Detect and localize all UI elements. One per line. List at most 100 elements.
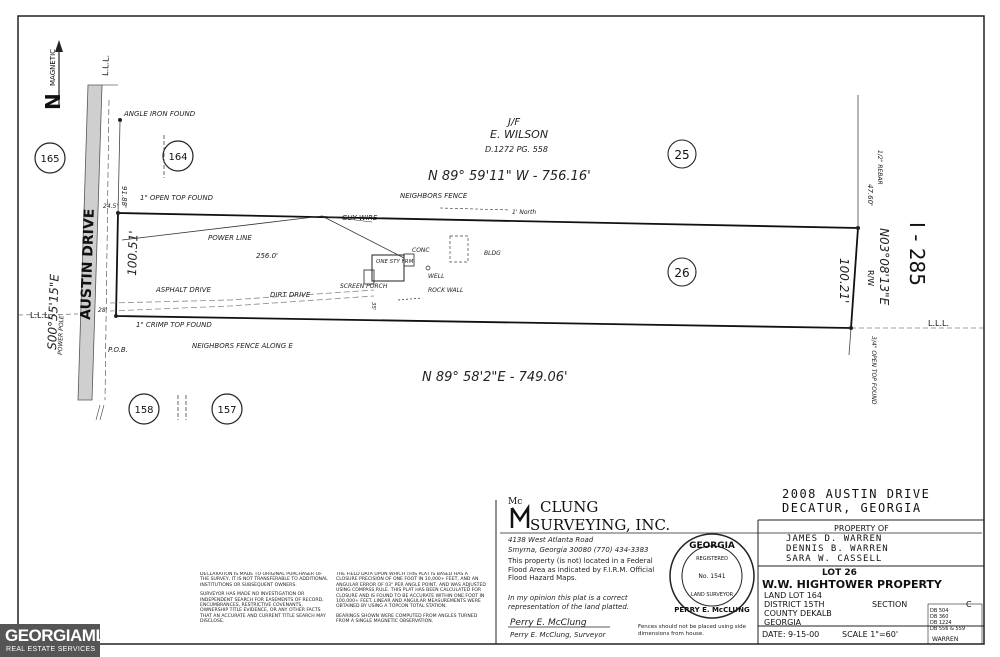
district-label: DISTRICT 15TH [764, 600, 825, 609]
south-line-bearing: N 89° 58'2"E - 749.06' [422, 370, 568, 385]
svg-text:CLUNG: CLUNG [540, 498, 598, 516]
open-top-label: 1" OPEN TOP FOUND [140, 194, 214, 202]
road-lll-left: L.L.L. [30, 311, 51, 320]
screen-porch-label: SCREEN PORCH [340, 283, 388, 290]
surveyor-seal: GEORGIA REGISTERED No. 1541 LAND SURVEYO… [669, 533, 755, 619]
svg-text:164: 164 [168, 152, 187, 163]
surveyor-signer: Perry E. McClung, Surveyor [510, 631, 607, 639]
sheet-border [17, 15, 985, 645]
screen-porch [363, 269, 375, 285]
svg-text:SURVEYING, INC.: SURVEYING, INC. [530, 516, 670, 534]
owner-1: JAMES D. WARREN [786, 534, 882, 544]
address-line-1: 2008 AUSTIN DRIVE [782, 487, 930, 501]
fences-note: Fences should not be placed using side d… [638, 624, 746, 637]
svg-text:25: 25 [674, 148, 689, 162]
dist-28-label: 28' [98, 307, 108, 314]
road-bearing: S00°55'15"E [45, 273, 62, 350]
ref-2: DB 360 [930, 614, 948, 620]
section-label: SECTION [872, 600, 907, 609]
neighbors-fence-along-label: NEIGHBORS FENCE ALONG E [192, 342, 293, 350]
state-label: GEORGIA [764, 618, 802, 627]
land-lot-165: 165 [34, 142, 66, 174]
scale-label: SCALE 1"=60' [842, 630, 898, 639]
dist-47-label: 47.60' [866, 184, 874, 206]
neighbors-fence-label: NEIGHBORS FENCE [400, 192, 468, 200]
owner-2: DENNIS B. WARREN [786, 544, 889, 554]
rock-wall-label: ROCK WALL [428, 287, 463, 294]
lot-26-boundary [115, 212, 859, 329]
north-1-label: 1' North [512, 209, 536, 216]
road-name: AUSTIN DRIVE [78, 208, 98, 320]
svg-text:165: 165 [40, 154, 59, 165]
austin-drive-road: AUSTIN DRIVE S00°55'15"E L.L.L. L.L.L. [17, 55, 118, 421]
road-lll-top: L.L.L. [101, 55, 111, 76]
north-arrow: N MAGNETIC [41, 40, 65, 110]
land-lot-157: 157 [211, 393, 243, 425]
north-sub-label: MAGNETIC [49, 49, 57, 86]
svg-text:GEORGIA: GEORGIA [689, 541, 735, 551]
conc-label: CONC [412, 247, 430, 254]
north-label: N [41, 93, 65, 110]
ref-1: DB 504 [930, 608, 948, 614]
county-label: COUNTY DEKALB [764, 609, 832, 618]
job-label: WARREN [932, 636, 958, 643]
address-line-2: DECATUR, GEORGIA [782, 501, 922, 515]
outbuilding [449, 235, 469, 263]
mls-watermark: GEORGIAMLS REAL ESTATE SERVICES [0, 624, 117, 657]
interstate-rw: R/W [866, 270, 875, 286]
surveyor-city: Smyrna, Georgia 30080 (770) 434-3383 [508, 546, 649, 554]
asphalt-drive-label: ASPHALT DRIVE [155, 286, 212, 294]
note-left-1: DECLARATION IS MADE TO ORIGINAL PURCHASE… [200, 572, 328, 588]
svg-text:LAND SURVEYOR: LAND SURVEYOR [691, 592, 734, 598]
east-line-dist: 100.21' [837, 258, 851, 303]
land-lot-164: 164 [162, 140, 194, 172]
land-lot-158: 158 [128, 393, 160, 425]
west-line-dist: 100.51' [125, 230, 141, 276]
notes-left: DECLARATION IS MADE TO ORIGINAL PURCHASE… [200, 572, 328, 624]
dist-245-label: 24.5' [103, 203, 118, 210]
well-label: WELL [428, 273, 444, 280]
svg-text:REGISTERED: REGISTERED [696, 556, 728, 562]
flood-statement: This property (is not) located in a Fede… [508, 557, 654, 582]
svg-text:157: 157 [217, 405, 236, 416]
dist-256-label: 256.0' [256, 252, 278, 260]
note-mid-2: BEARINGS SHOWN WERE COMPUTED FROM ANGLES… [336, 613, 478, 625]
lot-label: LOT 26 [822, 568, 857, 578]
svg-text:ONE STY FRM: ONE STY FRM [376, 259, 414, 265]
ref-3: DB 1224 [930, 620, 952, 626]
svg-text:PERRY E. McCLUNG: PERRY E. McCLUNG [674, 606, 750, 614]
land-lot-label: LAND LOT 164 [764, 591, 822, 600]
svg-text:No. 1541: No. 1541 [698, 573, 725, 580]
date-label: DATE: 9-15-00 [762, 630, 819, 639]
property-of-label: PROPERTY OF [834, 524, 889, 533]
adjoiner-jf: J/F [506, 117, 520, 128]
pin-ne-label: 1/2" REBAR [876, 150, 883, 185]
adjoiner-name: E. WILSON [490, 128, 548, 141]
dirt-drive-label: DIRT DRIVE [270, 291, 311, 299]
guy-wire-label: GUY WIRE [342, 214, 378, 222]
ref-4: DB 556 & 559 [930, 626, 965, 632]
section-value: C [966, 600, 972, 609]
power-line-label: POWER LINE [208, 234, 252, 242]
lot-26-marker: 26 [667, 257, 697, 287]
pin-se-label: 3/4" OPEN TOP FOUND [870, 336, 877, 405]
interstate-lll: L.L.L. [928, 319, 949, 328]
svg-text:26: 26 [674, 266, 689, 280]
angle-iron-label: ANGLE IRON FOUND [123, 110, 196, 118]
opinion-statement: In my opinion this plat is a correct rep… [508, 594, 629, 611]
mls-brand: GEORGIAMLS [5, 626, 117, 645]
house: ONE STY FRM [371, 254, 414, 282]
interstate-bearing: N03°08'13"E [877, 228, 891, 306]
north-line-bearing: N 89° 59'11" W - 756.16' [428, 169, 591, 184]
dist-91-label: 91.88' [120, 186, 128, 208]
crimp-top-label: 1" CRIMP TOP FOUND [136, 321, 212, 329]
svg-text:158: 158 [134, 405, 153, 416]
asphalt-drive [109, 289, 375, 304]
power-pole-label: POWER POLE [57, 315, 65, 355]
svg-text:Mc: Mc [508, 497, 522, 507]
adjoiner-deed: D.1272 PG. 558 [485, 145, 548, 154]
lot-25-marker: 25 [667, 139, 697, 169]
owner-3: SARA W. CASSELL [786, 554, 882, 564]
notes-middle: THE FIELD DATA UPON WHICH THIS PLAT IS B… [336, 572, 486, 625]
